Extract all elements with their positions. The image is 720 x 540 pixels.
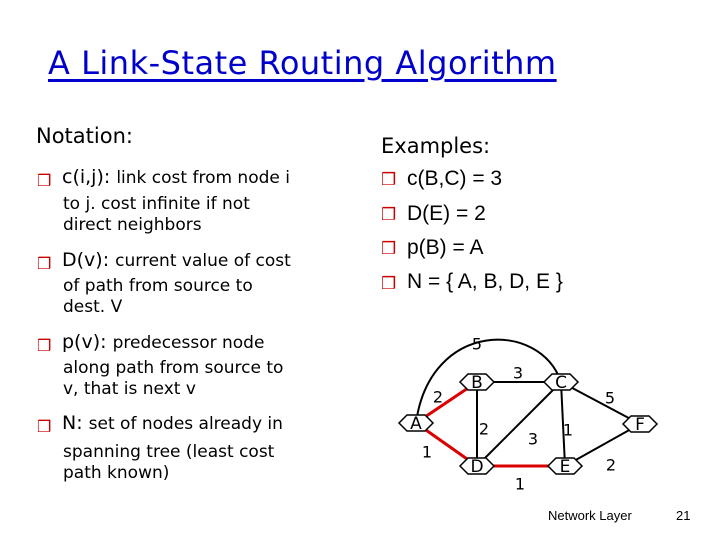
router-node-b: B bbox=[458, 373, 496, 393]
notation-cont-line: to j. cost infinite if not bbox=[63, 194, 250, 214]
bullet-icon: ❒ bbox=[381, 274, 397, 294]
notation-term: N: bbox=[62, 412, 83, 434]
router-icon bbox=[621, 415, 659, 433]
router-node-c: C bbox=[542, 373, 580, 393]
slide-title: A Link-State Routing Algorithm bbox=[48, 44, 557, 82]
example-text: c(B,C) = 3 bbox=[407, 167, 503, 190]
edge-cost-label: 1 bbox=[515, 475, 525, 494]
edge-cost-label: 3 bbox=[528, 430, 538, 449]
router-icon bbox=[458, 457, 496, 475]
edge-cost-label: 5 bbox=[472, 335, 482, 354]
notation-cont-line: spanning tree (least cost bbox=[63, 442, 275, 462]
router-icon bbox=[458, 373, 496, 391]
edge-a-c bbox=[415, 338, 562, 424]
bullet-icon: ❒ bbox=[381, 239, 397, 259]
edge-cost-label: 5 bbox=[605, 389, 615, 408]
edge-cost-label: 2 bbox=[606, 456, 616, 475]
edge-cost-label: 2 bbox=[433, 388, 443, 407]
node-label: A bbox=[410, 414, 422, 434]
notation-cont-line: path known) bbox=[63, 463, 170, 483]
node-label: D bbox=[470, 457, 483, 477]
router-node-f: F bbox=[621, 415, 659, 435]
edge-c-d bbox=[476, 381, 562, 467]
notation-desc: predecessor node bbox=[112, 333, 265, 353]
edge-c-f bbox=[560, 381, 641, 425]
router-icon bbox=[546, 457, 584, 475]
edge-cost-label: 1 bbox=[563, 421, 573, 440]
edge-e-f bbox=[564, 423, 641, 467]
bullet-icon: ❒ bbox=[37, 254, 52, 273]
node-label: C bbox=[555, 373, 567, 393]
examples-heading: Examples: bbox=[381, 134, 491, 158]
notation-heading: Notation: bbox=[36, 124, 133, 148]
notation-cont-line: of path from source to bbox=[63, 276, 253, 296]
page-number: 21 bbox=[676, 508, 691, 523]
notation-cont-line: along path from source to bbox=[63, 358, 284, 378]
notation-term: c(i,j): bbox=[62, 166, 111, 188]
bullet-icon: ❒ bbox=[381, 170, 397, 190]
example-text: p(B) = A bbox=[407, 236, 484, 259]
notation-term: D(v): bbox=[62, 249, 110, 271]
edge-cost-label: 2 bbox=[479, 420, 489, 439]
node-label: E bbox=[560, 457, 571, 477]
node-label: B bbox=[471, 373, 483, 393]
router-node-a: A bbox=[397, 414, 435, 434]
bullet-icon: ❒ bbox=[37, 336, 52, 355]
edge-cost-label: 3 bbox=[513, 364, 523, 383]
edge-cost-label: 1 bbox=[422, 443, 432, 462]
router-node-d: D bbox=[458, 457, 496, 477]
node-label: F bbox=[635, 415, 645, 435]
edge-c-e bbox=[560, 381, 566, 467]
notation-cont-line: direct neighbors bbox=[63, 215, 202, 235]
notation-desc: set of nodes already in bbox=[88, 414, 283, 434]
notation-term: p(v): bbox=[62, 331, 107, 353]
notation-desc: link cost from node i bbox=[116, 168, 290, 188]
notation-cont-line: dest. V bbox=[63, 297, 123, 317]
notation-desc: current value of cost bbox=[115, 251, 291, 271]
router-icon bbox=[397, 414, 435, 432]
bullet-icon: ❒ bbox=[381, 205, 397, 225]
example-text: D(E) = 2 bbox=[407, 202, 486, 225]
notation-cont-line: v, that is next v bbox=[63, 379, 196, 399]
bullet-icon: ❒ bbox=[37, 171, 52, 190]
footer-label: Network Layer bbox=[548, 508, 632, 523]
example-text: N = { A, B, D, E } bbox=[407, 270, 563, 293]
bullet-icon: ❒ bbox=[37, 417, 52, 436]
router-icon bbox=[542, 373, 580, 391]
router-node-e: E bbox=[546, 457, 584, 477]
